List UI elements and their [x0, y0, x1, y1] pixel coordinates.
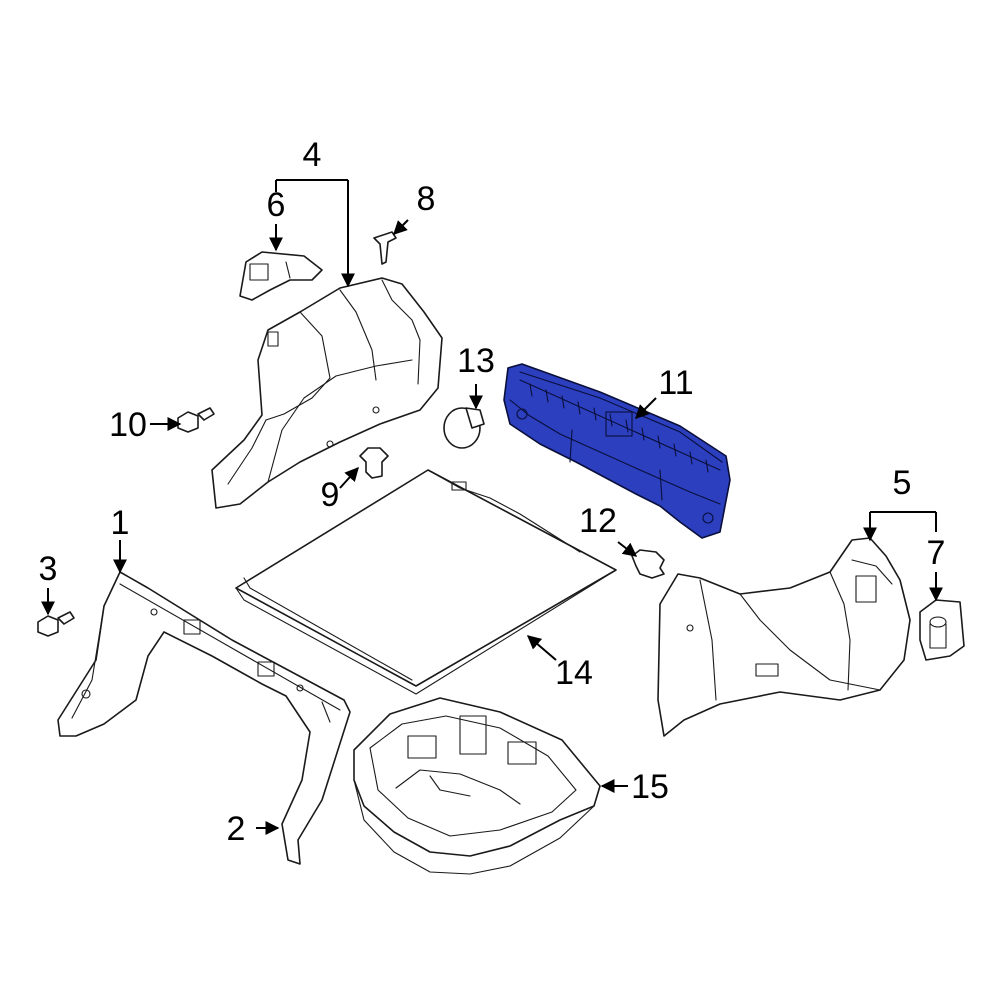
trim-cap[interactable]	[443, 407, 485, 449]
callout-10: 10	[109, 406, 147, 444]
callout-2: 2	[227, 810, 246, 848]
leader-14	[526, 635, 557, 661]
callout-6: 6	[267, 186, 286, 224]
right-trim-cover[interactable]	[919, 599, 965, 661]
push-pin-retainer[interactable]	[631, 549, 665, 579]
leader-lines	[41, 179, 943, 835]
callout-1: 1	[111, 504, 130, 542]
cargo-floor-board[interactable]	[235, 469, 617, 695]
left-quarter-trim-panel[interactable]	[211, 277, 443, 509]
trim-pin[interactable]	[373, 231, 397, 265]
callout-8: 8	[417, 180, 436, 218]
rear-lower-trim-panel[interactable]	[57, 571, 351, 865]
callout-9: 9	[321, 476, 340, 514]
leader-8	[393, 219, 409, 235]
callout-15: 15	[631, 768, 669, 806]
callout-11: 11	[658, 364, 693, 402]
spare-tire-tray[interactable]	[353, 697, 601, 875]
right-quarter-trim-panel[interactable]	[657, 537, 911, 737]
trim-clip[interactable]	[359, 447, 389, 479]
bolt-left[interactable]	[177, 407, 215, 433]
rear-sill-trim-panel[interactable]	[503, 363, 731, 539]
callout-14: 14	[555, 654, 593, 692]
bolt-rear[interactable]	[37, 611, 75, 637]
callout-7: 7	[927, 534, 946, 572]
leader-11	[635, 397, 657, 419]
callout-3: 3	[39, 550, 58, 588]
callout-13: 13	[457, 342, 495, 380]
callout-labels: 4 6 8 10 9 13 11 12 5 7 1 3 2 14 15	[39, 136, 946, 848]
quarter-trim-bracket[interactable]	[239, 251, 323, 301]
leader-12	[617, 541, 638, 557]
callout-5: 5	[893, 464, 912, 502]
callout-12: 12	[579, 502, 617, 540]
leader-9	[339, 466, 359, 489]
callout-4: 4	[303, 136, 322, 174]
